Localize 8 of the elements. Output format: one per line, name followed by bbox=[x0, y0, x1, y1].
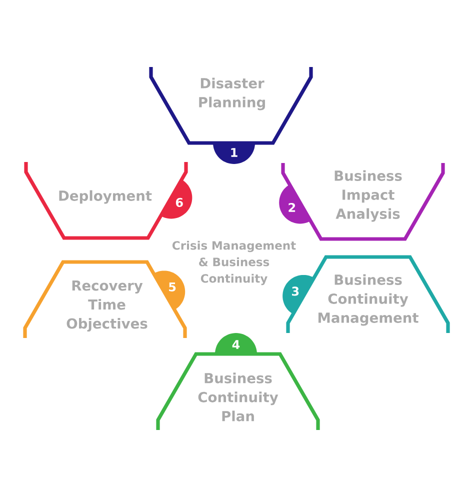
number-badge: 6 bbox=[160, 180, 192, 219]
trapezoid-box: Disaster Planning bbox=[149, 67, 313, 145]
number-badge: 1 bbox=[213, 143, 256, 164]
number-badge: 4 bbox=[214, 333, 257, 354]
number-badge: 5 bbox=[154, 270, 186, 310]
number-badge: 2 bbox=[279, 184, 311, 224]
number-badge: 3 bbox=[282, 274, 314, 314]
trapezoid-box: Business Continuity Plan bbox=[156, 352, 320, 430]
